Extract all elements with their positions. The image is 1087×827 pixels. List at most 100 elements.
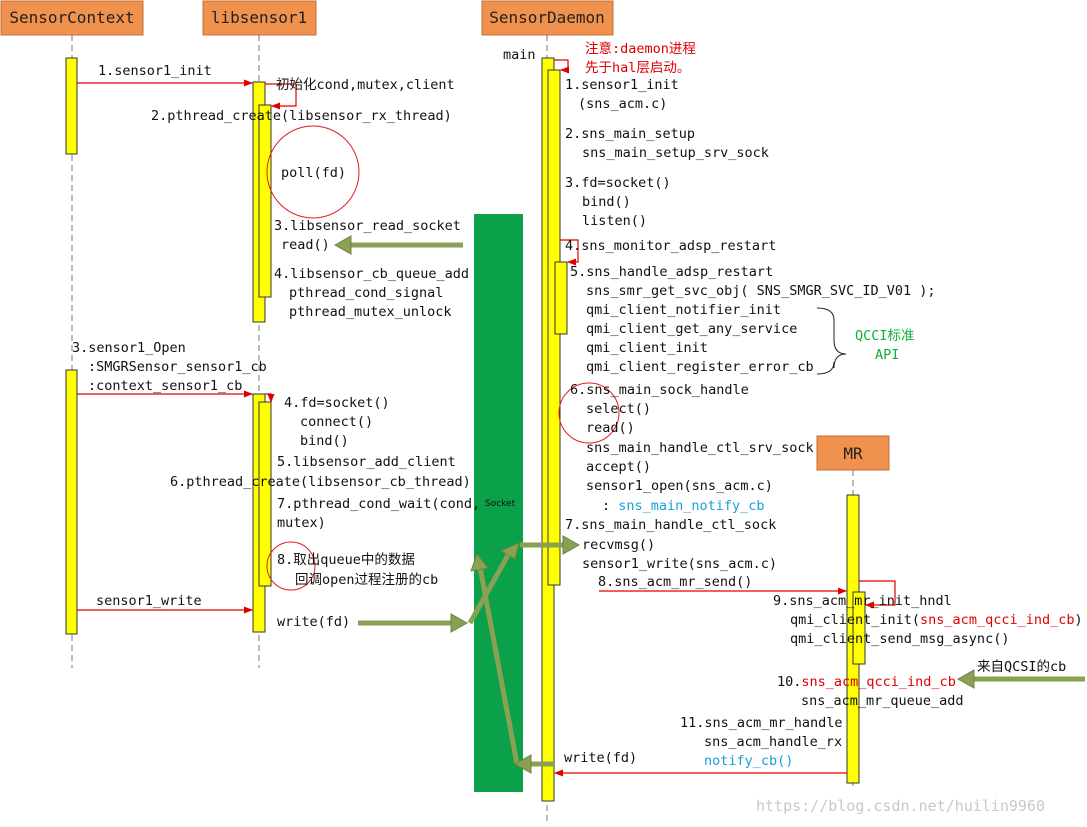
label-step-10: 10.: [777, 674, 801, 690]
label-connect: connect(): [300, 414, 373, 430]
note-daemon: 注意:daemon进程: [585, 40, 696, 57]
libsensor-labels: 初始化cond,mutex,client 2.pthread_create(li…: [151, 76, 480, 630]
label-init-hndl: 9.sns_acm_mr_init_hndl: [773, 593, 952, 609]
label-qmi-init: qmi_client_init: [586, 340, 708, 356]
activation-bar: [852, 591, 866, 665]
arrowhead: [562, 535, 581, 555]
activation-bar: [258, 104, 272, 298]
label-client-init-func: qmi_client_init(: [790, 612, 920, 628]
circle-poll: [266, 125, 360, 219]
label-cond-signal: pthread_cond_signal: [289, 285, 443, 301]
socket-channel: Socket: [474, 214, 523, 792]
arrow-self-init: [265, 83, 297, 110]
participant-sensordaemon: SensorDaemon: [481, 0, 614, 36]
circle-select-read: [558, 382, 620, 444]
participant-libsensor1-label: libsensor1: [211, 8, 307, 27]
label-mr-notify-cb: notify_cb(): [704, 753, 793, 769]
label-write-fd: write(fd): [277, 614, 350, 630]
label-d-sns-acm: (sns_acm.c): [578, 96, 667, 112]
label-main: main: [503, 47, 536, 63]
arrowhead: [470, 552, 489, 572]
socket-flow-arrows: [333, 235, 1085, 774]
qcci-brace: [816, 307, 847, 375]
label-sensor1-open: 3.sensor1_Open: [72, 340, 186, 356]
label-client-init-paren: ): [1074, 612, 1082, 628]
label-sensor1-write-acm: sensor1_write(sns_acm.c): [582, 556, 777, 572]
arrow-self-socket: [265, 393, 275, 403]
mr-labels: 9.sns_acm_mr_init_hndl qmi_client_init(s…: [680, 593, 1083, 769]
sensorcontext-labels: 1.sensor1_init 3.sensor1_Open :SMGRSenso…: [72, 63, 267, 609]
label-fd-socket: 4.fd=socket(): [284, 395, 390, 411]
arrow-socket-up: [467, 548, 514, 625]
label-open-cb: :SMGRSensor_sensor1_cb: [88, 359, 267, 375]
label-setup-srv-sock: sns_main_setup_srv_sock: [582, 145, 769, 161]
label-mr-queue-add: sns_acm_mr_queue_add: [801, 693, 964, 709]
socket-bar: [474, 214, 523, 792]
label-d-fd-socket: 3.fd=socket(): [565, 175, 671, 191]
arrowhead: [499, 542, 520, 560]
label-sensor1-write: sensor1_write: [96, 593, 202, 609]
arrow-self-init-hndl: [859, 580, 896, 609]
label-pthread-create-cb: 6.pthread_create(libsensor_cb_thread): [170, 474, 471, 490]
label-mutex: mutex): [277, 515, 326, 531]
label-d-listen: listen(): [582, 213, 647, 229]
label-cb-queue-add: 4.libsensor_cb_queue_add: [274, 266, 469, 282]
label-cond-wait: 7.pthread_cond_wait(cond,: [277, 496, 480, 512]
label-qmi-notifier: qmi_client_notifier_init: [586, 302, 781, 318]
label-send-msg-async: qmi_client_send_msg_async(): [790, 631, 1009, 647]
arrowhead: [956, 669, 975, 689]
arrow-socket-back: [477, 566, 520, 765]
label-d-read: read(): [586, 420, 635, 436]
label-qmi-register-error: qmi_client_register_error_cb: [586, 359, 814, 375]
label-monitor-adsp: 4.sns_monitor_adsp_restart: [565, 238, 776, 254]
label-d-bind: bind(): [582, 194, 631, 210]
label-notify-cb-func: sns_main_notify_cb: [618, 498, 764, 514]
label-mutex-unlock: pthread_mutex_unlock: [289, 304, 452, 320]
label-init-cond: 初始化cond,mutex,client: [276, 76, 455, 93]
watermark: https://blog.csdn.net/huilin9960: [756, 797, 1045, 815]
label-qmi-any-service: qmi_client_get_any_service: [586, 321, 797, 337]
label-callback-open: 回调open过程注册的cb: [295, 572, 438, 588]
label-pthread-create-rx: 2.pthread_create(libsensor_rx_thread): [151, 108, 452, 124]
activation-bars: [65, 57, 866, 802]
label-mr-send: 8.sns_acm_mr_send(): [598, 574, 752, 590]
label-bind: bind(): [300, 433, 349, 449]
circle-callback: [266, 541, 316, 591]
activation-bar: [258, 401, 272, 587]
label-accept: accept(): [586, 459, 651, 475]
participant-libsensor1: libsensor1: [202, 0, 317, 36]
label-d-sensor1-init: 1.sensor1_init: [565, 77, 679, 93]
label-select: select(): [586, 401, 651, 417]
label-main-sock-handle: 6.sns_main_sock_handle: [570, 382, 749, 398]
label-qcci: QCCI标准: [855, 328, 915, 344]
label-recvmsg: recvmsg(): [582, 537, 655, 553]
label-notify-cb-colon: :: [602, 498, 618, 514]
arrowhead: [450, 613, 469, 633]
participant-mr: MR: [816, 435, 890, 471]
participant-sensordaemon-label: SensorDaemon: [489, 8, 605, 27]
label-main-setup: 2.sns_main_setup: [565, 126, 695, 142]
participant-sensorcontext-label: SensorContext: [9, 8, 134, 27]
arrowhead: [333, 235, 352, 255]
label-from-qcsi: 来自QCSI的cb: [977, 659, 1066, 675]
label-qcci-ind-cb-func: sns_acm_qcci_ind_cb: [801, 674, 955, 690]
socket-label: Socket: [485, 499, 516, 509]
label-read: read(): [281, 237, 330, 253]
label-handle-rx: sns_acm_handle_rx: [704, 734, 842, 750]
label-client-init-cb: sns_acm_qcci_ind_cb: [920, 612, 1074, 628]
label-read-socket: 3.libsensor_read_socket: [274, 218, 461, 234]
participant-mr-label: MR: [843, 444, 863, 463]
activation-bar: [65, 57, 78, 155]
label-handle-adsp: 5.sns_handle_adsp_restart: [570, 264, 773, 280]
label-add-client: 5.libsensor_add_client: [277, 454, 456, 470]
label-mr-handle: 11.sns_acm_mr_handle: [680, 715, 843, 731]
label-poll: poll(fd): [281, 165, 346, 181]
label-take-queue: 8.取出queue中的数据: [277, 552, 415, 568]
label-client-init: qmi_client_init(sns_acm_qcci_ind_cb): [790, 612, 1083, 628]
label-sensor1-init: 1.sensor1_init: [98, 63, 212, 79]
label-sensor1-open-acm: sensor1_open(sns_acm.c): [586, 478, 773, 494]
arrowhead: [513, 754, 532, 774]
label-get-svc-obj: sns_smr_get_svc_obj( SNS_SMGR_SVC_ID_V01…: [586, 283, 936, 299]
